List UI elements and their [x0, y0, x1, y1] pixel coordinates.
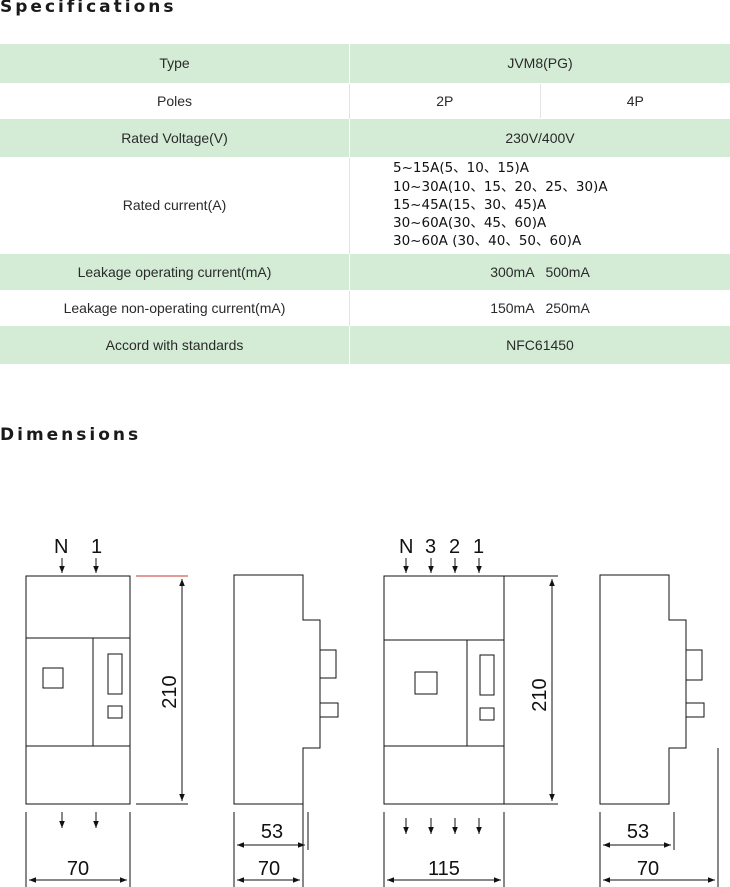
- indicator-window: [107, 653, 123, 695]
- rated-current-range: 10~30A(10、15、20、25、30)A: [393, 178, 608, 195]
- side-view-4p: [599, 574, 719, 887]
- leakage-non-operating-label: Leakage non-operating current(mA): [0, 290, 350, 325]
- width-dimension: 70: [637, 858, 659, 880]
- type-label: Type: [0, 44, 350, 83]
- type-value: JVM8(PG): [349, 44, 730, 83]
- front-view-2p: [25, 558, 188, 887]
- terminal-label: 3: [425, 536, 436, 558]
- poles-values: 2P 4P: [349, 83, 730, 118]
- dimensions-heading: Dimensions: [0, 425, 142, 445]
- standards-value: NFC61450: [349, 325, 730, 364]
- height-dimension: 210: [159, 675, 181, 708]
- side-tab: [319, 702, 339, 718]
- table-row: Leakage non-operating current(mA) 150mA …: [0, 290, 730, 325]
- leakage-operating-value: 300mA 500mA: [349, 253, 730, 290]
- depth-dimension: 53: [261, 821, 283, 843]
- specifications-table: Type JVM8(PG) Poles 2P 4P Rated Voltage(…: [0, 44, 730, 365]
- poles-2p: 2P: [436, 92, 454, 109]
- test-button: [414, 671, 438, 695]
- front-panel: [383, 639, 505, 747]
- reset-button: [107, 705, 123, 719]
- reset-button: [479, 707, 495, 721]
- table-row: Poles 2P 4P: [0, 83, 730, 118]
- depth-dimension: 53: [627, 821, 649, 843]
- rated-current-values: 5~15A(5、10、15)A 10~30A(10、15、20、25、30)A …: [349, 157, 730, 253]
- side-toggle: [319, 649, 337, 679]
- test-button: [42, 667, 64, 689]
- rated-voltage-label: Rated Voltage(V): [0, 118, 350, 157]
- terminal-label: N: [399, 536, 413, 558]
- terminal-label: 2: [449, 536, 460, 558]
- leakage-operating-label: Leakage operating current(mA): [0, 253, 350, 290]
- standards-label: Accord with standards: [0, 325, 350, 364]
- rated-current-range: 30~60A (30、40、50、60)A: [393, 233, 582, 250]
- rated-current-range: 15~45A(15、30、45)A: [393, 196, 547, 213]
- table-row: Rated current(A) 5~15A(5、10、15)A 10~30A(…: [0, 157, 730, 253]
- rated-current-list: 5~15A(5、10、15)A 10~30A(10、15、20、25、30)A …: [365, 159, 715, 250]
- height-dimension: 210: [529, 678, 551, 711]
- rated-current-range: 30~60A(30、45、60)A: [393, 215, 547, 232]
- housing-outline: [25, 575, 131, 805]
- terminal-label: 1: [473, 536, 484, 558]
- side-tab: [685, 702, 705, 718]
- terminal-label: N: [54, 536, 68, 558]
- width-dimension: 70: [258, 858, 280, 880]
- side-profile: [233, 574, 321, 805]
- front-panel: [25, 637, 131, 747]
- specifications-heading: Specifications: [0, 0, 177, 17]
- rated-current-label: Rated current(A): [0, 157, 350, 253]
- rated-current-range: 5~15A(5、10、15)A: [393, 160, 530, 177]
- side-toggle: [685, 649, 703, 681]
- dimension-drawing: N 1 210 70 53 70 N 3 2 1 210 115 53 70: [25, 536, 719, 887]
- table-row: Leakage operating current(mA) 300mA 500m…: [0, 253, 730, 290]
- side-view-2p: [233, 574, 339, 887]
- poles-4p: 4P: [539, 83, 730, 118]
- table-row: Rated Voltage(V) 230V/400V: [0, 118, 730, 157]
- housing-outline: [383, 575, 505, 805]
- table-row: Type JVM8(PG): [0, 44, 730, 83]
- front-view-4p: [383, 558, 558, 887]
- terminal-label: 1: [91, 536, 102, 558]
- poles-label: Poles: [0, 83, 350, 118]
- side-profile: [599, 574, 687, 805]
- indicator-window: [479, 654, 495, 696]
- leakage-non-operating-value: 150mA 250mA: [349, 290, 730, 325]
- rated-voltage-value: 230V/400V: [349, 118, 730, 157]
- width-dimension: 70: [67, 858, 89, 880]
- table-row: Accord with standards NFC61450: [0, 325, 730, 364]
- width-dimension: 115: [428, 858, 460, 880]
